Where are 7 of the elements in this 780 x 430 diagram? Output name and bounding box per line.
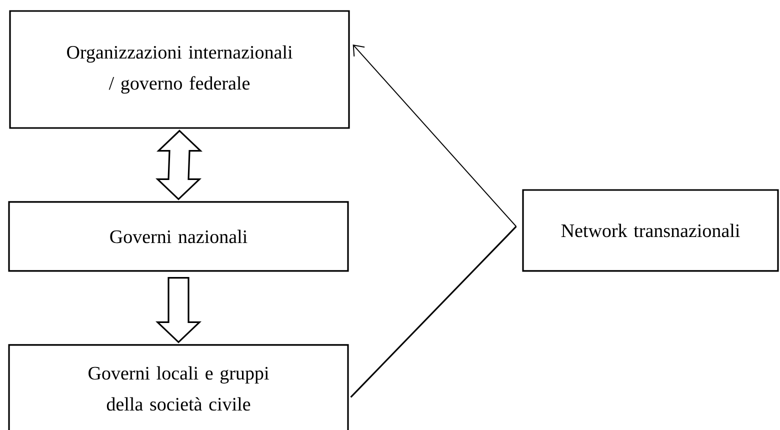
box: Organizzazioni internazionali / governo federale <box>9 10 350 129</box>
box: Governi locali e gruppi della società civile <box>8 344 349 430</box>
arrow <box>352 44 517 227</box>
double-arrow <box>156 130 202 200</box>
box: Governi nazionali <box>8 201 349 272</box>
block-arrow <box>156 277 202 344</box>
box: Network transnazionali <box>522 189 779 272</box>
